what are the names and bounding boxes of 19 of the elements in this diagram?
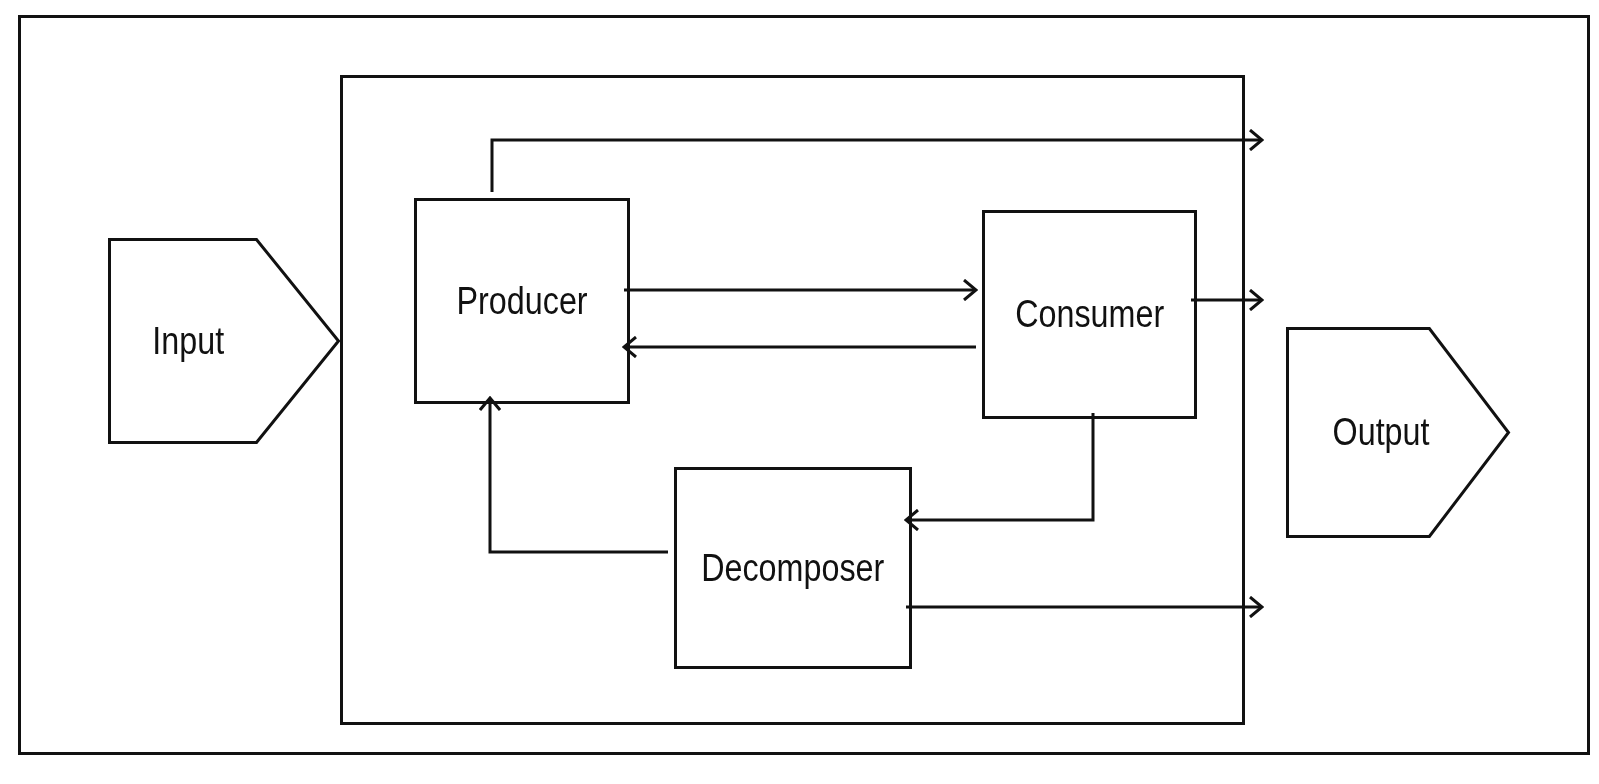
- arrow: [490, 128, 1264, 192]
- arrow: [624, 278, 978, 302]
- node-label: Decomposer: [701, 546, 885, 590]
- pentagon-arrow-shape: [1286, 327, 1510, 538]
- arrow: [622, 335, 976, 359]
- system-boundary-box: [340, 75, 1245, 725]
- pentagon-arrow-shape: [108, 238, 340, 444]
- arrow: [1191, 288, 1264, 312]
- frame-box: [18, 15, 1590, 755]
- node-label: Input: [152, 319, 225, 363]
- node-label: Output: [1332, 411, 1430, 454]
- arrow: [906, 595, 1264, 619]
- node-label: Producer: [456, 279, 588, 323]
- process-box: [982, 210, 1197, 419]
- process-box: [674, 467, 912, 669]
- process-box: [414, 198, 630, 404]
- node-label: Consumer: [1015, 293, 1164, 336]
- arrow: [904, 413, 1095, 532]
- arrow: [478, 396, 668, 554]
